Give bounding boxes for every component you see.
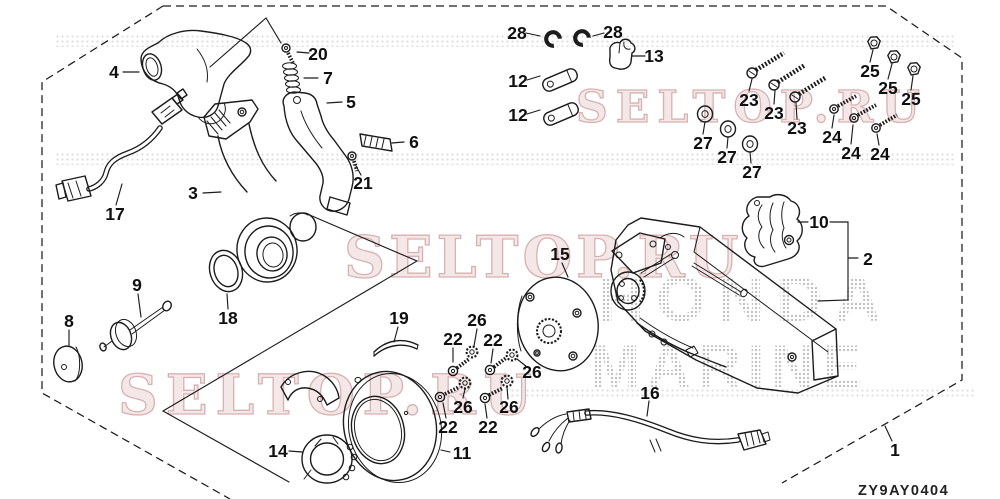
callout-26: 26 xyxy=(522,362,542,382)
callout-19: 19 xyxy=(389,308,409,328)
part-spring xyxy=(282,62,301,94)
screws-24 xyxy=(829,94,898,133)
halftone-band xyxy=(55,152,955,165)
callout-14: 14 xyxy=(268,441,288,461)
part-lug-12a xyxy=(542,68,578,92)
callout-23: 23 xyxy=(764,103,784,123)
part-control-arm xyxy=(203,99,317,283)
nuts-26 xyxy=(458,345,519,390)
callout-28: 28 xyxy=(507,23,527,43)
callout-26: 26 xyxy=(467,310,487,330)
callout-23: 23 xyxy=(787,118,807,138)
part-harness xyxy=(530,408,771,454)
callout-17: 17 xyxy=(105,204,124,224)
part-lever xyxy=(282,91,354,216)
callout-4: 4 xyxy=(109,62,119,82)
callout-20: 20 xyxy=(308,44,328,64)
callout-8: 8 xyxy=(64,311,74,331)
callout-25: 25 xyxy=(901,89,921,109)
part-control-box xyxy=(610,217,839,394)
callout-21: 21 xyxy=(353,173,373,193)
part-hood xyxy=(140,29,252,125)
callout-1: 1 xyxy=(890,440,900,460)
callout-12: 12 xyxy=(508,105,528,125)
screws-22 xyxy=(434,356,508,404)
callout-24: 24 xyxy=(822,127,842,147)
explosion-guide-lines xyxy=(161,17,419,483)
callout-22: 22 xyxy=(438,417,458,437)
part-clamp-13 xyxy=(608,38,636,70)
callout-11: 11 xyxy=(453,443,472,463)
leader-lines xyxy=(68,32,914,453)
part-drum-plate xyxy=(516,276,599,372)
callout-28: 28 xyxy=(603,22,623,42)
callout-26: 26 xyxy=(453,397,473,417)
assembly-border xyxy=(41,5,963,499)
nuts-25 xyxy=(867,36,921,76)
part-screw-20 xyxy=(281,43,295,64)
callout-6: 6 xyxy=(409,132,419,152)
callout-18: 18 xyxy=(218,308,238,328)
part-lug-12b xyxy=(543,102,579,126)
callout-5: 5 xyxy=(346,92,356,112)
callout-13: 13 xyxy=(644,46,664,66)
callout-23: 23 xyxy=(739,90,759,110)
callout-16: 16 xyxy=(640,383,660,403)
part-shaft xyxy=(99,300,172,352)
callout-27: 27 xyxy=(693,133,712,153)
part-screw-21 xyxy=(347,151,359,172)
part-retainer-disc xyxy=(342,370,443,484)
callout-25: 25 xyxy=(860,61,880,81)
callout-2: 2 xyxy=(863,249,873,269)
callout-7: 7 xyxy=(323,68,333,88)
callout-25: 25 xyxy=(878,78,898,98)
callout-26: 26 xyxy=(499,397,519,417)
callout-27: 27 xyxy=(742,162,761,182)
part-strip xyxy=(373,339,419,357)
callout-22: 22 xyxy=(478,417,498,437)
part-pad xyxy=(359,133,393,152)
part-oring xyxy=(208,249,244,293)
part-switch-cable xyxy=(55,88,188,202)
halftone-band xyxy=(505,388,975,399)
bracket-leader xyxy=(817,221,849,302)
callout-12: 12 xyxy=(508,71,528,91)
drawing-code: ZY9AY0404 xyxy=(858,483,949,499)
callout-10: 10 xyxy=(809,212,829,232)
clips-28 xyxy=(544,29,591,48)
callout-15: 15 xyxy=(550,244,570,264)
part-ratchet xyxy=(280,370,358,484)
callout-labels: 1 2 3 4 5 6 7 8 9 10 11 12 12 13 14 15 1… xyxy=(64,22,921,463)
halftone-band xyxy=(55,34,955,47)
callout-9: 9 xyxy=(132,275,142,295)
part-cap xyxy=(53,345,83,383)
callout-3: 3 xyxy=(188,183,198,203)
callout-24: 24 xyxy=(841,143,861,163)
watermark: SELTOP.RU xyxy=(575,81,928,133)
callout-24: 24 xyxy=(870,144,890,164)
halftone-brand-text: HONDA xyxy=(598,263,893,335)
screws-23 xyxy=(746,51,827,103)
part-bracket xyxy=(741,193,803,268)
callout-22: 22 xyxy=(443,329,463,349)
callout-27: 27 xyxy=(717,147,736,167)
callout-22: 22 xyxy=(483,330,503,350)
